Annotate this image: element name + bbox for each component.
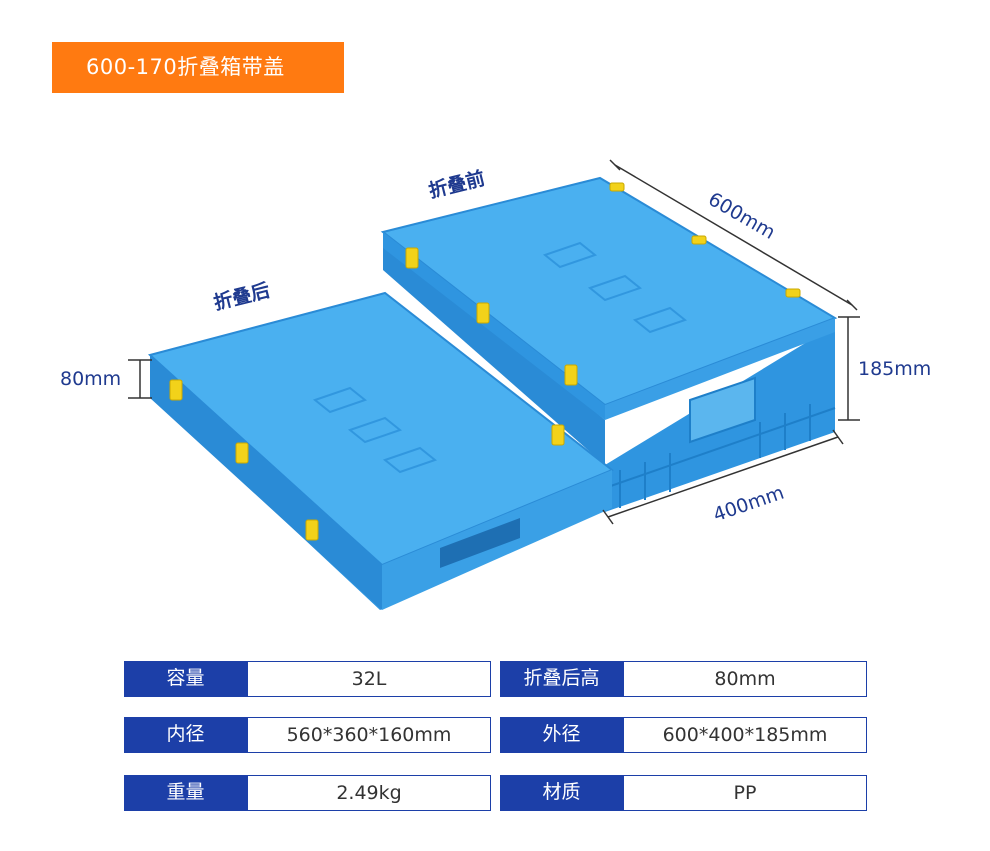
spec-key: 内径 bbox=[124, 717, 247, 753]
unfolded-crate-lid-emboss bbox=[542, 241, 688, 334]
folded-crate-lid-emboss bbox=[312, 386, 438, 474]
spec-value: 560*360*160mm bbox=[247, 717, 491, 753]
spec-row: 重量 2.49kg 材质 PP bbox=[124, 775, 869, 811]
folded-crate-latches bbox=[169, 379, 565, 541]
spec-value: 600*400*185mm bbox=[623, 717, 867, 753]
spec-row: 容量 32L 折叠后高 80mm bbox=[124, 661, 869, 697]
spec-key: 折叠后高 bbox=[500, 661, 623, 697]
spec-value: 2.49kg bbox=[247, 775, 491, 811]
spec-key: 材质 bbox=[500, 775, 623, 811]
dim-line-width bbox=[607, 436, 839, 518]
product-figure: 折叠前 折叠后 600mm 185mm 400mm 80mm bbox=[60, 159, 932, 610]
unfolded-crate-lid-edge-right bbox=[605, 318, 835, 420]
folded-crate bbox=[147, 291, 614, 610]
dim-line-length bbox=[614, 164, 853, 306]
unfolded-crate bbox=[380, 176, 838, 512]
spec-key: 重量 bbox=[124, 775, 247, 811]
page-title: 600-170折叠箱带盖 bbox=[86, 55, 285, 79]
crate-illustration bbox=[128, 159, 860, 610]
label-height: 185mm bbox=[858, 358, 932, 380]
unfolded-crate-left-wall bbox=[383, 235, 605, 465]
spec-value: 32L bbox=[247, 661, 491, 697]
unfolded-crate-latches bbox=[405, 182, 801, 386]
unfolded-crate-wall-grid bbox=[604, 404, 836, 508]
page-title-banner: 600-170折叠箱带盖 bbox=[52, 42, 344, 93]
folded-crate-handle bbox=[440, 518, 520, 568]
dimension-lines bbox=[128, 159, 860, 525]
spec-key: 外径 bbox=[500, 717, 623, 753]
folded-crate-side-left bbox=[150, 355, 382, 610]
unfolded-crate-handle-recess bbox=[689, 376, 756, 444]
spec-key: 容量 bbox=[124, 661, 247, 697]
spec-value: PP bbox=[623, 775, 867, 811]
label-folded-height: 80mm bbox=[60, 368, 122, 390]
spec-value: 80mm bbox=[623, 661, 867, 697]
unfolded-crate-lid-edge-left bbox=[383, 232, 605, 420]
spec-row: 内径 560*360*160mm 外径 600*400*185mm bbox=[124, 717, 869, 753]
